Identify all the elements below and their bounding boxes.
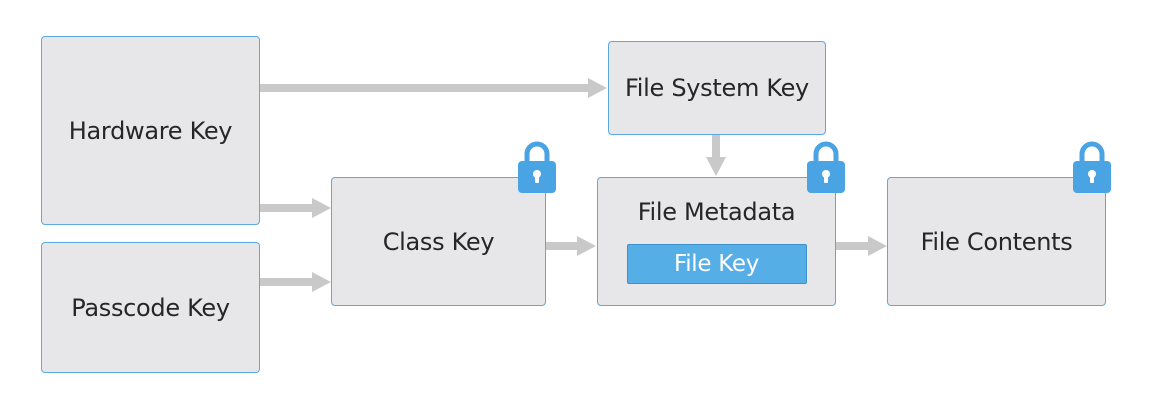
- hardware-key-node: Hardware Key: [41, 36, 260, 225]
- arrow-metadata-to-contents: [836, 236, 887, 256]
- file-contents-node: File Contents: [887, 177, 1106, 306]
- file-key-badge: File Key: [626, 244, 807, 284]
- file-key-label: File Key: [673, 251, 760, 277]
- arrow-hardware-to-filesystem: [260, 78, 607, 98]
- file-system-key-node: File System Key: [608, 41, 826, 135]
- hardware-key-label: Hardware Key: [68, 116, 233, 145]
- class-key-node: Class Key: [331, 177, 546, 306]
- file-system-key-label: File System Key: [625, 74, 809, 102]
- arrow-filesystem-to-metadata: [706, 135, 726, 176]
- passcode-key-label: Passcode Key: [71, 293, 230, 322]
- passcode-key-node: Passcode Key: [41, 242, 260, 373]
- class-key-label: Class Key: [382, 227, 495, 256]
- arrow-class-to-metadata: [546, 236, 596, 256]
- arrow-passcode-to-class: [260, 272, 331, 292]
- arrow-hardware-to-class: [260, 198, 331, 218]
- file-contents-label: File Contents: [920, 227, 1073, 256]
- file-metadata-label: File Metadata: [637, 198, 796, 226]
- file-metadata-node: File Metadata File Key: [597, 177, 836, 306]
